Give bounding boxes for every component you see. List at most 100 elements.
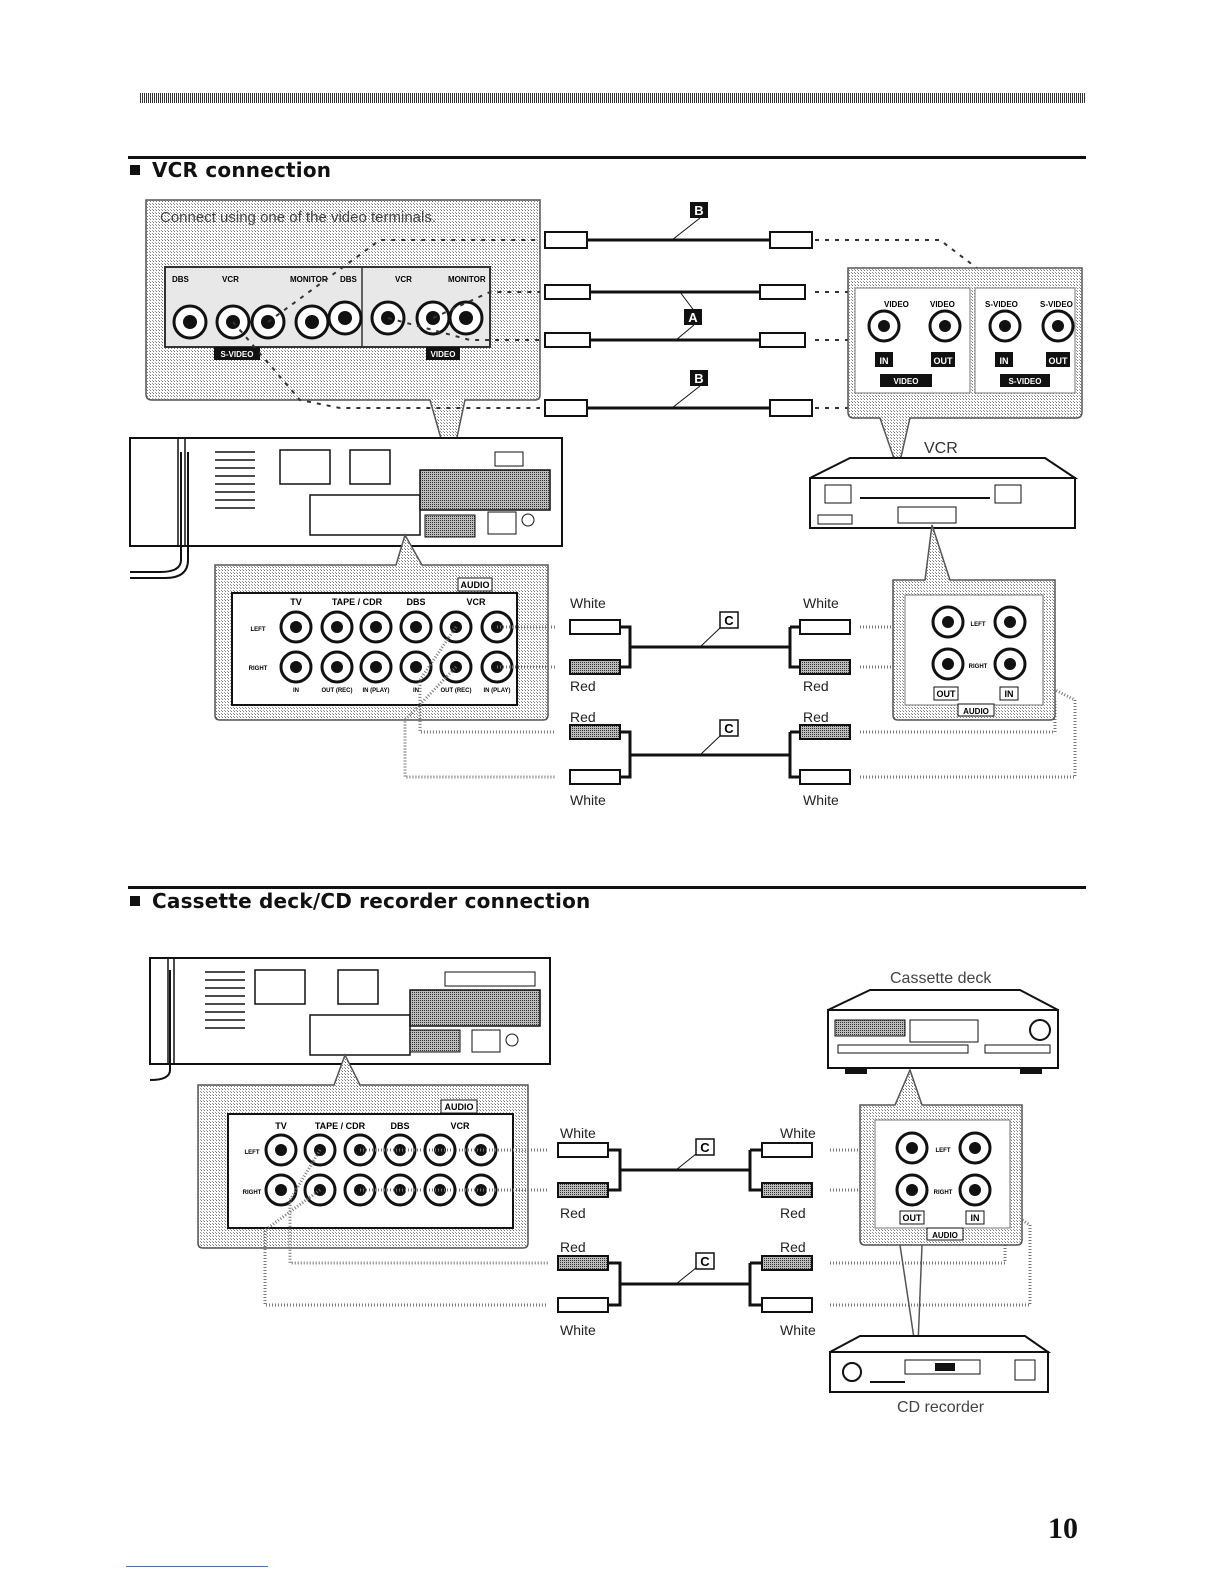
cdr-guide-lines xyxy=(899,1244,923,1346)
vcr-audio-callout: LEFT RIGHT OUT IN AUDIO xyxy=(892,524,1056,721)
svg-text:Red: Red xyxy=(560,1205,586,1221)
svg-text:VCR: VCR xyxy=(450,1121,470,1131)
cassette-deck-icon: Cassette deck xyxy=(827,970,1059,1074)
svg-text:AUDIO: AUDIO xyxy=(932,1231,958,1240)
svg-text:Red: Red xyxy=(803,678,829,694)
svg-text:S-VIDEO: S-VIDEO xyxy=(221,350,254,359)
svg-text:LEFT: LEFT xyxy=(936,1148,951,1154)
svg-text:IN: IN xyxy=(293,688,299,694)
svg-text:Red: Red xyxy=(780,1205,806,1221)
svg-text:TV: TV xyxy=(275,1121,287,1131)
svg-text:VIDEO: VIDEO xyxy=(431,350,456,359)
svg-text:IN: IN xyxy=(971,1213,980,1223)
svg-text:OUT: OUT xyxy=(903,1213,923,1223)
svg-text:B: B xyxy=(694,371,703,386)
svideo-jack-icon xyxy=(172,304,330,340)
svg-text:Red: Red xyxy=(780,1239,806,1255)
svg-text:OUT: OUT xyxy=(934,356,954,366)
svg-text:VIDEO: VIDEO xyxy=(894,377,919,386)
vcr-panel-callout: VIDEO VIDEO S-VIDEO S-VIDEO IN OUT IN OU… xyxy=(847,267,1083,473)
svg-text:White: White xyxy=(560,1125,596,1141)
svg-text:White: White xyxy=(570,792,606,808)
svg-text:C: C xyxy=(700,1254,710,1269)
svg-text:TAPE / CDR: TAPE / CDR xyxy=(315,1121,366,1131)
svg-text:OUT: OUT xyxy=(937,689,957,699)
instruction-text: Connect using one of the video terminals… xyxy=(160,209,436,226)
section-heading-cassette: Cassette deck/CD recorder connection xyxy=(130,889,590,913)
svg-text:CD recorder: CD recorder xyxy=(897,1399,985,1416)
footer-link-line xyxy=(126,1566,268,1567)
svg-text:DBS: DBS xyxy=(390,1121,409,1131)
svg-text:RIGHT: RIGHT xyxy=(969,664,988,670)
svg-text:Red: Red xyxy=(570,709,596,725)
svg-text:White: White xyxy=(803,595,839,611)
svg-text:White: White xyxy=(570,595,606,611)
svg-text:LEFT: LEFT xyxy=(245,1150,260,1156)
svg-text:IN (PLAY): IN (PLAY) xyxy=(362,688,389,694)
svg-text:S-VIDEO: S-VIDEO xyxy=(1009,377,1042,386)
video-cable xyxy=(544,284,806,348)
svg-text:Red: Red xyxy=(570,678,596,694)
svg-text:White: White xyxy=(780,1322,816,1338)
svg-text:OUT: OUT xyxy=(1049,356,1069,366)
receiver-audio-callout: AUDIO TV TAPE / CDR DBS VCR LEFT RIGHT I… xyxy=(214,533,549,721)
svg-text:Red: Red xyxy=(803,709,829,725)
vcr-icon: VCR xyxy=(809,440,1079,529)
svg-text:DBS: DBS xyxy=(172,275,190,284)
svg-text:LEFT: LEFT xyxy=(251,627,266,633)
svg-text:AUDIO: AUDIO xyxy=(461,580,490,590)
svideo-cable xyxy=(544,231,813,417)
section-heading-vcr: VCR connection xyxy=(130,158,331,182)
bullet-square-icon xyxy=(130,165,140,175)
svg-text:VIDEO: VIDEO xyxy=(930,300,955,309)
svg-text:C: C xyxy=(700,1140,710,1155)
svg-text:C: C xyxy=(724,613,734,628)
deck-audio-callout: LEFT RIGHT OUT IN AUDIO xyxy=(859,1067,1023,1246)
svg-text:MONITOR: MONITOR xyxy=(290,275,328,284)
page-number: 10 xyxy=(1048,1512,1078,1545)
svg-text:White: White xyxy=(803,792,839,808)
svg-text:White: White xyxy=(560,1322,596,1338)
svg-text:S-VIDEO: S-VIDEO xyxy=(985,300,1018,309)
section-heading-text: Cassette deck/CD recorder connection xyxy=(152,889,591,913)
svg-text:VCR: VCR xyxy=(395,275,412,284)
svg-text:OUT (REC): OUT (REC) xyxy=(322,688,353,694)
audio-cable-2: C C xyxy=(557,1138,813,1313)
svg-text:OUT (REC): OUT (REC) xyxy=(441,688,472,694)
svg-text:IN (PLAY): IN (PLAY) xyxy=(483,688,510,694)
receiver-video-callout: Connect using one of the video terminals… xyxy=(145,199,541,471)
svg-text:RIGHT: RIGHT xyxy=(249,666,268,672)
svg-text:C: C xyxy=(724,721,734,736)
plug-color-labels: White Red Red White White Red Red White xyxy=(570,595,839,808)
svg-text:TAPE / CDR: TAPE / CDR xyxy=(332,597,383,607)
plug-color-labels-2: White Red Red White White Red Red White xyxy=(560,1125,816,1338)
svg-text:A: A xyxy=(688,310,698,325)
bullet-square-icon xyxy=(130,896,140,906)
svg-text:RIGHT: RIGHT xyxy=(243,1190,262,1196)
cable-label-badges: B A B xyxy=(671,202,708,409)
svg-text:B: B xyxy=(694,203,703,218)
section-rule xyxy=(128,156,1086,159)
svg-text:DBS: DBS xyxy=(406,597,425,607)
svg-text:S-VIDEO: S-VIDEO xyxy=(1040,300,1073,309)
svg-text:AUDIO: AUDIO xyxy=(445,1102,474,1112)
svg-text:VCR: VCR xyxy=(466,597,486,607)
receiver-rear-panel-2 xyxy=(149,957,551,1081)
svg-text:VCR: VCR xyxy=(222,275,239,284)
section-heading-text: VCR connection xyxy=(152,158,332,182)
svg-text:IN: IN xyxy=(880,356,889,366)
svg-text:AUDIO: AUDIO xyxy=(963,707,989,716)
header-band xyxy=(140,93,1086,103)
svg-text:IN: IN xyxy=(1000,356,1009,366)
svg-text:Cassette deck: Cassette deck xyxy=(890,970,992,987)
svg-text:Red: Red xyxy=(560,1239,586,1255)
receiver-rear-panel xyxy=(129,437,563,579)
svg-text:IN: IN xyxy=(413,688,419,694)
svg-text:DBS: DBS xyxy=(340,275,358,284)
svg-text:RIGHT: RIGHT xyxy=(934,1190,953,1196)
svg-text:White: White xyxy=(780,1125,816,1141)
svg-text:VIDEO: VIDEO xyxy=(884,300,909,309)
svg-text:IN: IN xyxy=(1005,689,1014,699)
svg-text:VCR: VCR xyxy=(924,440,958,457)
